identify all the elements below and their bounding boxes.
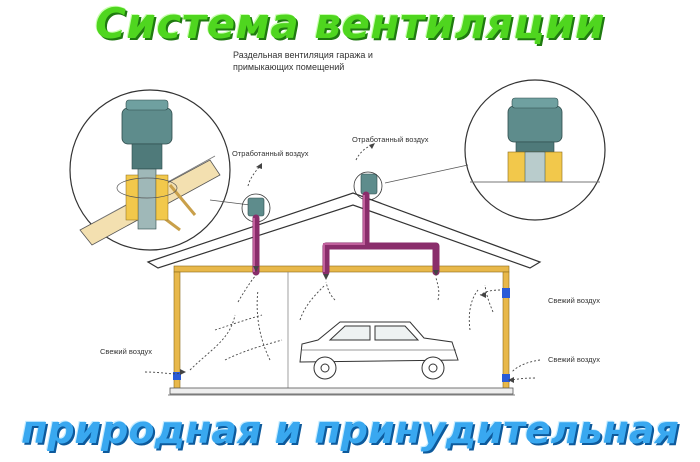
page-title: Система вентиляции <box>95 0 605 48</box>
label-exhaust-right: Отработанный воздух <box>352 135 429 144</box>
airflow-arrowheads <box>180 143 514 383</box>
left-detail-circle <box>69 89 231 251</box>
garage-building <box>146 192 542 396</box>
label-fresh-air-right-bottom: Свежий воздух <box>548 355 600 364</box>
ventilation-ducts <box>252 191 440 276</box>
diagram-caption-line2: примыкающих помещений <box>233 62 344 72</box>
page-subtitle: природная и принудительная <box>21 408 679 452</box>
label-fresh-air-right-top: Свежий воздух <box>548 296 600 305</box>
right-detail-circle <box>464 79 606 221</box>
label-fresh-air-left: Свежий воздух <box>100 347 152 356</box>
car <box>299 321 459 380</box>
label-exhaust-left: Отработанный воздух <box>232 149 309 158</box>
diagram-caption-line1: Раздельная вентиляция гаража и <box>233 50 373 60</box>
